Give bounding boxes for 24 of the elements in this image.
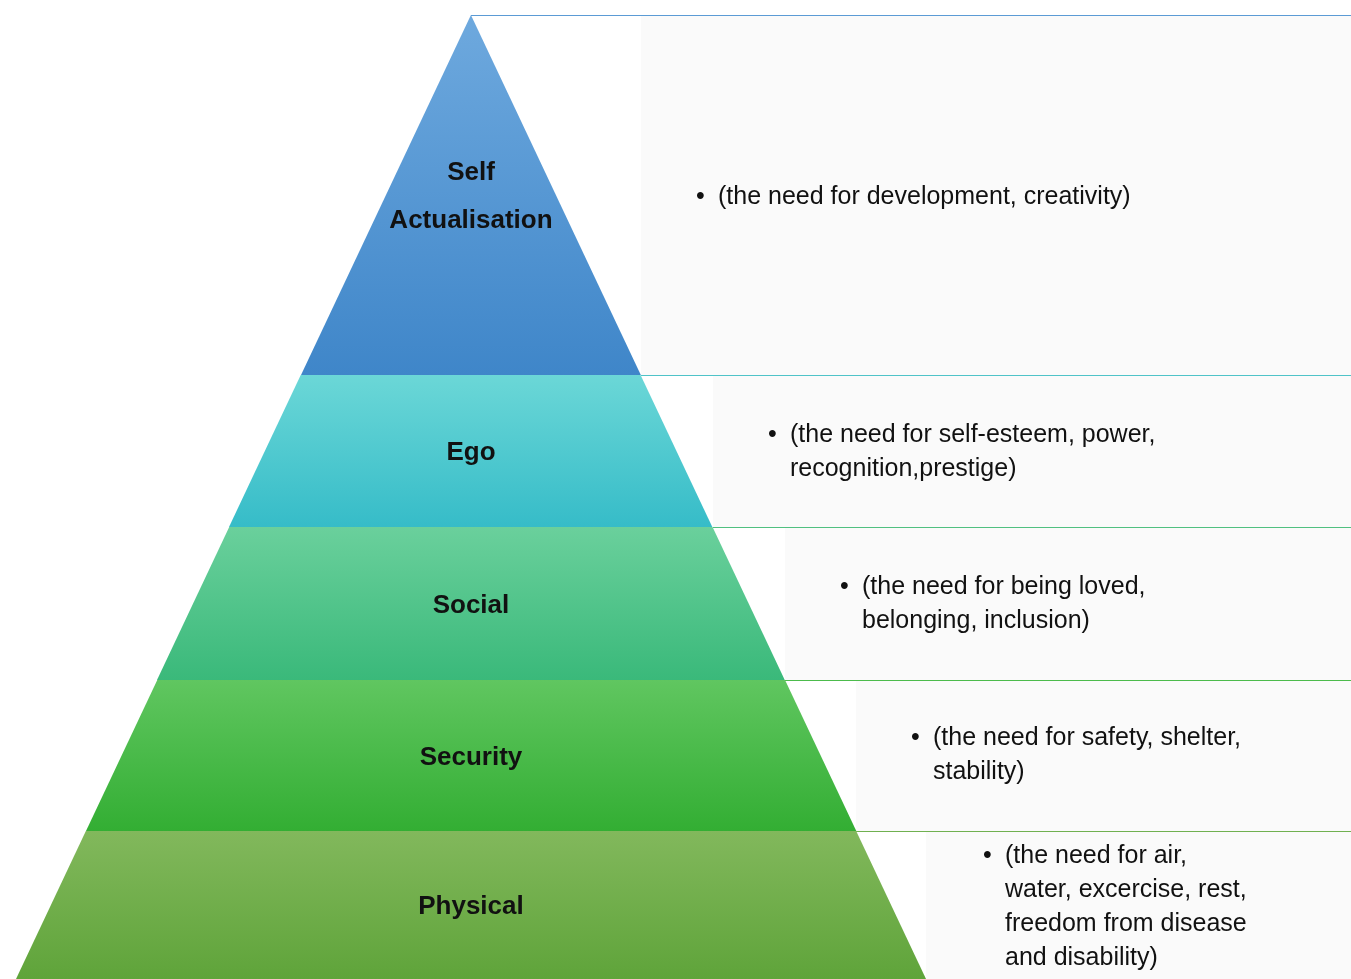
level-label: Self Actualisation	[388, 155, 554, 236]
level-label: Security	[419, 739, 523, 773]
description-text: (the need for safety, shelter, stability)	[933, 721, 1243, 786]
pyramid-level	[157, 527, 785, 680]
description-panel	[926, 831, 1351, 979]
description-panel	[784, 527, 1351, 680]
description-text: (the need for self-esteem, power, recognition,prestige)	[790, 418, 1157, 483]
bullet: •	[983, 839, 992, 870]
bullet: •	[696, 180, 705, 211]
pyramid-level	[229, 375, 713, 527]
pyramid-level	[16, 831, 926, 979]
bullet: •	[768, 418, 777, 449]
description-text: (the need for being loved, belonging, inclusion)	[862, 570, 1147, 635]
description-text: (the need for development, creativity)	[718, 180, 1132, 211]
description-text: (the need for air, water, excercise, rest, freedom from disease and disability)	[1005, 839, 1248, 972]
level-label: Ego	[446, 435, 496, 468]
description-panel	[856, 680, 1351, 831]
pyramid-level	[85, 680, 857, 831]
description-panel	[640, 15, 1351, 375]
description-panel	[712, 375, 1351, 527]
bullet: •	[840, 570, 849, 601]
bullet: •	[911, 721, 920, 752]
level-label: Social	[432, 587, 510, 621]
level-label: Physical	[418, 889, 524, 922]
